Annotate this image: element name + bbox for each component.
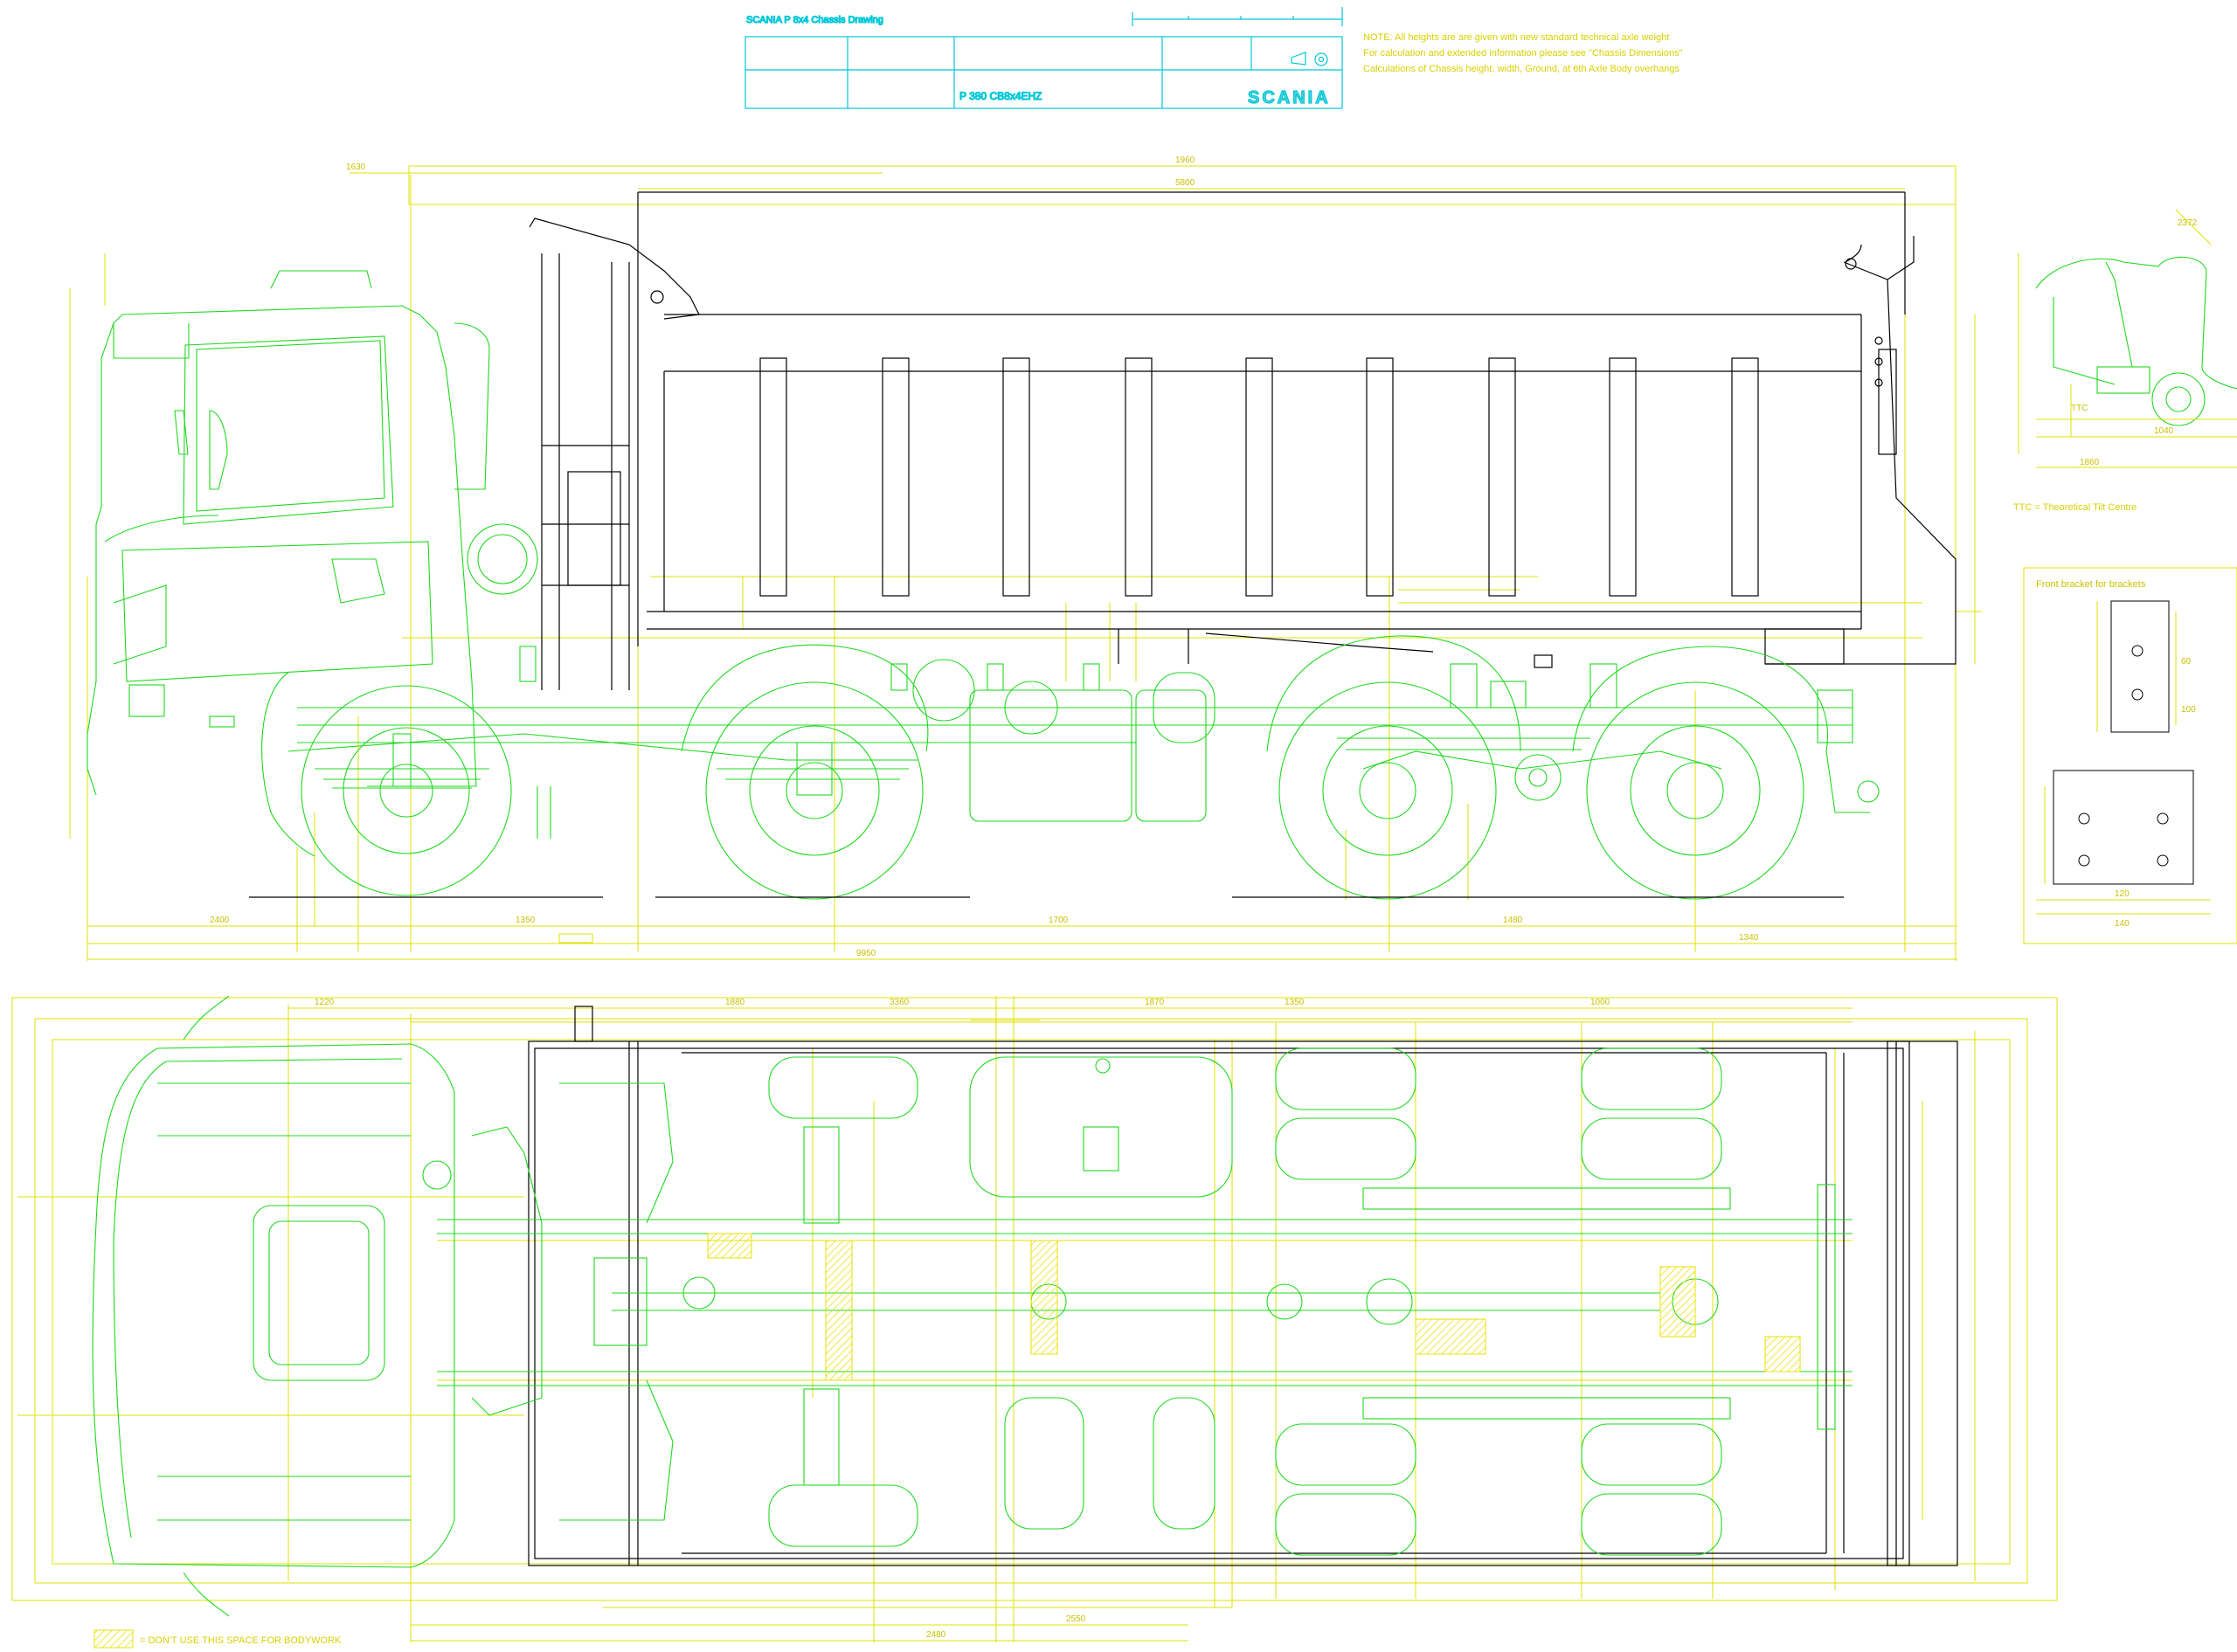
plan-dim-2: 1880: [725, 998, 745, 1007]
hatch-swatch: [93, 1629, 134, 1649]
bracket-label-4: 140: [2115, 919, 2130, 929]
bracket-dimensions: Front bracket for brackets 60 100 120 14…: [2023, 567, 2237, 944]
drawing-number: P 380 CB8x4EHZ: [959, 90, 1042, 102]
projection-symbol-icon: [1291, 52, 1328, 66]
note-line-1: NOTE: All heights are are given with new…: [1363, 32, 1669, 43]
plan-dim-4: 1870: [1145, 998, 1165, 1007]
dim-front-overhang: 2400: [210, 916, 230, 925]
notes: NOTE: All heights are are given with new…: [1363, 32, 1683, 74]
bodywork-legend-text: = DON'T USE THIS SPACE FOR BODYWORK: [140, 1635, 342, 1646]
bracket-label-3: 120: [2115, 889, 2130, 899]
rear-label-3: 2372: [2178, 218, 2198, 228]
scania-logo: SCANIA: [1248, 88, 1331, 107]
rear-view-legend: TTC = Theoretical Tilt Centre: [2013, 502, 2137, 513]
scale-bar-icon: [1132, 7, 1343, 26]
rear-view: [2035, 256, 2237, 426]
note-line-3: Calculations of Chassis height, width, G…: [1363, 64, 1679, 74]
dim-body-length: 1960: [1175, 156, 1195, 165]
rear-label-1: 1040: [2154, 426, 2174, 436]
plan-dim-6: 1000: [1590, 998, 1610, 1007]
plan-dim-5: 1350: [1285, 998, 1305, 1007]
plan-dim-1: 1220: [315, 998, 335, 1007]
dim-wheelbase-1: 1350: [516, 916, 536, 925]
dim-overall-length: 9950: [856, 949, 876, 958]
plan-view-body: [528, 1006, 1958, 1566]
tipper-body: [529, 191, 1957, 690]
bodywork-legend: = DON'T USE THIS SPACE FOR BODYWORK: [93, 1629, 342, 1649]
dim-cab-front: 1630: [346, 162, 366, 172]
hatched-areas: [707, 1233, 1801, 1381]
plan-dim-3: 3360: [890, 998, 910, 1007]
side-view-dimensions: 1630 1960 5800 2400 1350 1700 9950 1480 …: [69, 156, 1982, 961]
dim-rear-overhang: 1340: [1739, 933, 1759, 943]
dim-rear-axles: 1480: [1503, 916, 1523, 925]
rear-view-dimensions: TTC 1040 1860 2372: [2018, 209, 2237, 468]
plan-dim-8: 2550: [1066, 1614, 1086, 1624]
side-view-chassis: [87, 270, 1880, 900]
rear-label-ttc: TTC: [2071, 404, 2088, 413]
bracket-label-1: 60: [2181, 657, 2192, 667]
dim-overall-body: 5800: [1175, 178, 1195, 188]
plan-view-chassis: [92, 995, 1853, 1617]
plan-dim-7: 2480: [926, 1630, 946, 1640]
bracket-title: Front bracket for brackets: [2036, 579, 2146, 590]
title-block-heading: SCANIA P 8x4 Chassis Drawing: [746, 15, 883, 25]
dim-wheelbase-2: 1700: [1049, 916, 1069, 925]
note-line-2: For calculation and extended information…: [1363, 48, 1683, 59]
bracket-detail: [2053, 600, 2194, 885]
bracket-label-2: 100: [2181, 705, 2196, 715]
title-block: SCANIA P 8x4 Chassis Drawing P 380 CB8x4…: [745, 7, 1343, 109]
rear-label-2: 1860: [2080, 458, 2100, 467]
